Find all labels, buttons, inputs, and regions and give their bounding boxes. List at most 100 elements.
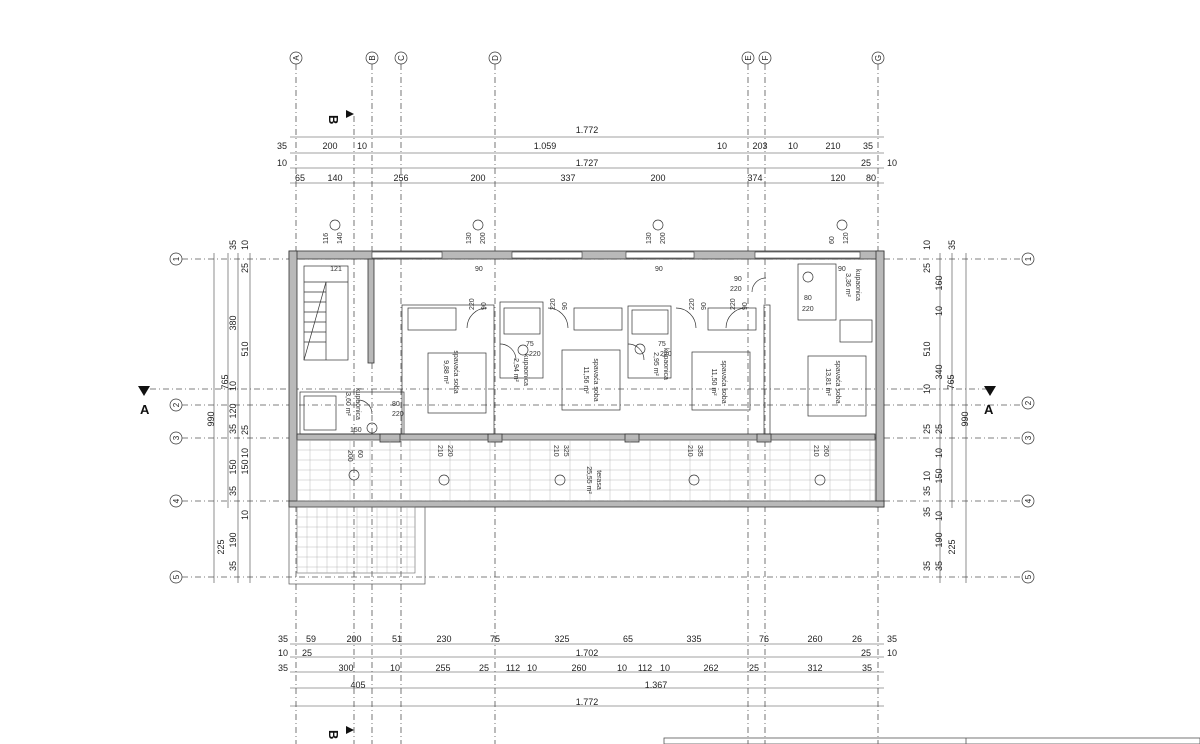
svg-text:25: 25 <box>749 663 759 673</box>
svg-text:65: 65 <box>295 173 305 183</box>
column-2 <box>624 433 640 443</box>
svg-text:325: 325 <box>562 445 569 457</box>
svg-text:200: 200 <box>470 173 485 183</box>
svg-text:1.772: 1.772 <box>576 125 599 135</box>
section-markers: B B A A <box>138 110 996 739</box>
svg-text:35: 35 <box>947 240 957 250</box>
svg-text:10: 10 <box>278 648 288 658</box>
svg-text:130: 130 <box>646 232 653 244</box>
svg-text:25,55 m²: 25,55 m² <box>585 466 592 494</box>
svg-text:26: 26 <box>852 634 862 644</box>
south-slab-edge <box>288 500 885 508</box>
bottom-dimensions: 35 59 200 51 230 75 325 65 335 76 260 26… <box>278 634 897 707</box>
svg-text:150: 150 <box>350 427 362 434</box>
svg-text:35: 35 <box>228 486 238 496</box>
bed-3 <box>691 351 751 411</box>
furniture <box>303 271 873 434</box>
window-4 <box>754 251 861 259</box>
room-terrace: terasa 25,55 m² <box>585 466 602 494</box>
svg-text:spavaća soba: spavaća soba <box>592 358 599 401</box>
axis-marker-1-left: 1 <box>169 252 183 266</box>
bath-2-wall <box>627 305 672 379</box>
svg-text:10: 10 <box>240 448 250 458</box>
room-bedroom-4: spavaća soba 13,81 m² <box>824 360 841 403</box>
axis-marker-d: D <box>488 51 502 65</box>
svg-text:337: 337 <box>560 173 575 183</box>
svg-text:230: 230 <box>436 634 451 644</box>
svg-text:spavaća soba: spavaća soba <box>834 360 841 403</box>
svg-text:990: 990 <box>206 411 216 426</box>
svg-text:10: 10 <box>934 511 944 521</box>
wardrobe-2 <box>573 307 623 331</box>
toilet-1 <box>517 344 529 356</box>
svg-text:220: 220 <box>446 445 453 457</box>
svg-text:225: 225 <box>947 539 957 554</box>
svg-text:140: 140 <box>337 232 344 244</box>
svg-text:3,36 m²: 3,36 m² <box>844 273 851 297</box>
svg-text:220: 220 <box>469 298 476 310</box>
svg-text:1: 1 <box>172 256 181 261</box>
bath-4-wall <box>299 391 405 435</box>
wardrobe-1 <box>407 307 457 331</box>
svg-text:10: 10 <box>277 158 287 168</box>
svg-text:G: G <box>874 55 883 61</box>
svg-text:2,94 m²: 2,94 m² <box>512 358 519 382</box>
svg-text:200: 200 <box>660 232 667 244</box>
axis-marker-b: B <box>365 51 379 65</box>
axis-marker-3-right: 3 <box>1021 431 1035 445</box>
wardrobe-4 <box>839 319 873 343</box>
svg-text:kupaonica: kupaonica <box>354 388 361 420</box>
svg-text:D: D <box>491 55 500 61</box>
shower-4 <box>303 395 337 431</box>
svg-text:35: 35 <box>228 424 238 434</box>
svg-text:35: 35 <box>922 561 932 571</box>
axis-marker-4-right: 4 <box>1021 494 1035 508</box>
bedroom-1-wall <box>401 304 495 435</box>
room-bathroom-4: kupaonica 3,60 m² <box>344 388 361 420</box>
svg-text:120: 120 <box>830 173 845 183</box>
svg-text:10: 10 <box>717 141 727 151</box>
column-1 <box>487 433 503 443</box>
svg-text:35: 35 <box>277 141 287 151</box>
partition-e <box>763 304 771 435</box>
toilet-4 <box>366 422 378 434</box>
axis-markers-letters: A B C D E F G <box>289 51 885 65</box>
svg-text:spavaća soba: spavaća soba <box>452 350 459 393</box>
svg-text:340: 340 <box>934 364 944 379</box>
svg-text:150: 150 <box>240 459 250 474</box>
svg-text:220: 220 <box>392 411 404 418</box>
svg-text:60: 60 <box>829 236 836 244</box>
axis-marker-4-left: 4 <box>169 494 183 508</box>
svg-text:terasa: terasa <box>595 470 602 490</box>
svg-text:59: 59 <box>306 634 316 644</box>
svg-text:11,56 m²: 11,56 m² <box>582 366 589 394</box>
left-dimensions: 990 765 35 380 10 120 35 150 35 190 35 1… <box>206 240 251 583</box>
window-1 <box>371 251 443 259</box>
toilet-3 <box>802 271 814 283</box>
svg-text:10: 10 <box>357 141 367 151</box>
room-bathroom-3: kupaonica 3,36 m² <box>844 269 861 301</box>
shower-2 <box>631 309 669 335</box>
svg-text:1.727: 1.727 <box>576 158 599 168</box>
svg-text:25: 25 <box>861 648 871 658</box>
bath-1-wall <box>499 301 544 379</box>
bed-1 <box>427 352 487 414</box>
section-a-left-arrow <box>138 386 150 396</box>
svg-text:1.772: 1.772 <box>576 697 599 707</box>
section-b-top-arrow <box>346 110 354 118</box>
svg-text:150: 150 <box>228 459 238 474</box>
svg-text:B: B <box>368 55 377 60</box>
svg-text:4: 4 <box>1024 498 1033 503</box>
svg-text:35: 35 <box>934 561 944 571</box>
svg-text:10: 10 <box>922 240 932 250</box>
svg-text:312: 312 <box>807 663 822 673</box>
axis-marker-c: C <box>394 51 408 65</box>
right-dimensions: 990 765 160 10 510 340 25 10 150 10 190 … <box>922 240 970 583</box>
svg-text:160: 160 <box>934 275 944 290</box>
svg-text:F: F <box>761 55 770 60</box>
svg-text:25: 25 <box>934 424 944 434</box>
axis-markers-numbers: 1 2 3 4 5 1 2 3 4 5 <box>169 252 1035 584</box>
svg-text:3: 3 <box>1024 435 1033 440</box>
svg-text:25: 25 <box>302 648 312 658</box>
svg-text:90: 90 <box>562 302 569 310</box>
